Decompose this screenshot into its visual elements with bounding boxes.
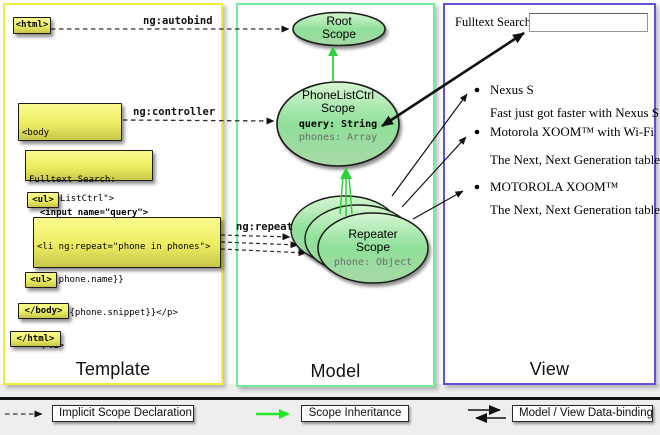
phone-title: MOTOROLA XOOM™ bbox=[490, 179, 619, 194]
code-box-ul-open: <ul> bbox=[27, 192, 59, 208]
code-box-fulltext-input: Fulltext Search: <input name="query"> bbox=[25, 150, 153, 218]
model-column: Model bbox=[236, 3, 435, 387]
root-scope-label: Root Scope bbox=[321, 14, 357, 41]
view-column-label: View bbox=[529, 359, 570, 379]
code-box-ul-close: <ul> bbox=[25, 272, 57, 288]
phone-snippet: Fast just got faster with Nexus S. bbox=[490, 105, 660, 120]
code-box-body-open: <body ng:controller= "PhoneListCtrl"> bbox=[18, 103, 122, 204]
phone-snippet: The Next, Next Generation tablet. bbox=[490, 152, 660, 167]
legend-separator-line bbox=[0, 397, 660, 400]
model-column-label: Model bbox=[310, 361, 361, 381]
phone-title: Nexus S bbox=[490, 82, 534, 97]
repeater-scope-label: Repeater Scope phone: Object bbox=[333, 227, 413, 269]
repeat-label: ng:repeat bbox=[236, 221, 293, 233]
fulltext-search-input[interactable] bbox=[529, 13, 648, 32]
legend-implicit-scope: Implicit Scope Declaration bbox=[52, 405, 194, 422]
code-box-li-repeat: <li ng:repeat="phone in phones"> {{phone… bbox=[33, 217, 221, 351]
phone-title: Motorola XOOM™ with Wi-Fi bbox=[490, 124, 655, 139]
template-column-label: Template bbox=[75, 359, 151, 379]
code-box-html-close: </html> bbox=[10, 331, 61, 347]
phonelistctrl-scope-label: PhoneListCtrl Scope query: String phones… bbox=[298, 88, 378, 143]
phone-snippet: The Next, Next Generation tablet. bbox=[490, 202, 660, 217]
code-box-html-open: <html> bbox=[13, 17, 51, 34]
autobind-label: ng:autobind bbox=[143, 15, 213, 27]
code-box-body-close: </body> bbox=[18, 303, 69, 319]
fulltext-search-label: Fulltext Search: bbox=[455, 15, 535, 29]
controller-label: ng:controller bbox=[133, 106, 216, 118]
legend-scope-inheritance: Scope Inheritance bbox=[301, 405, 409, 422]
legend-data-binding: Model / View Data-binding bbox=[512, 405, 653, 422]
